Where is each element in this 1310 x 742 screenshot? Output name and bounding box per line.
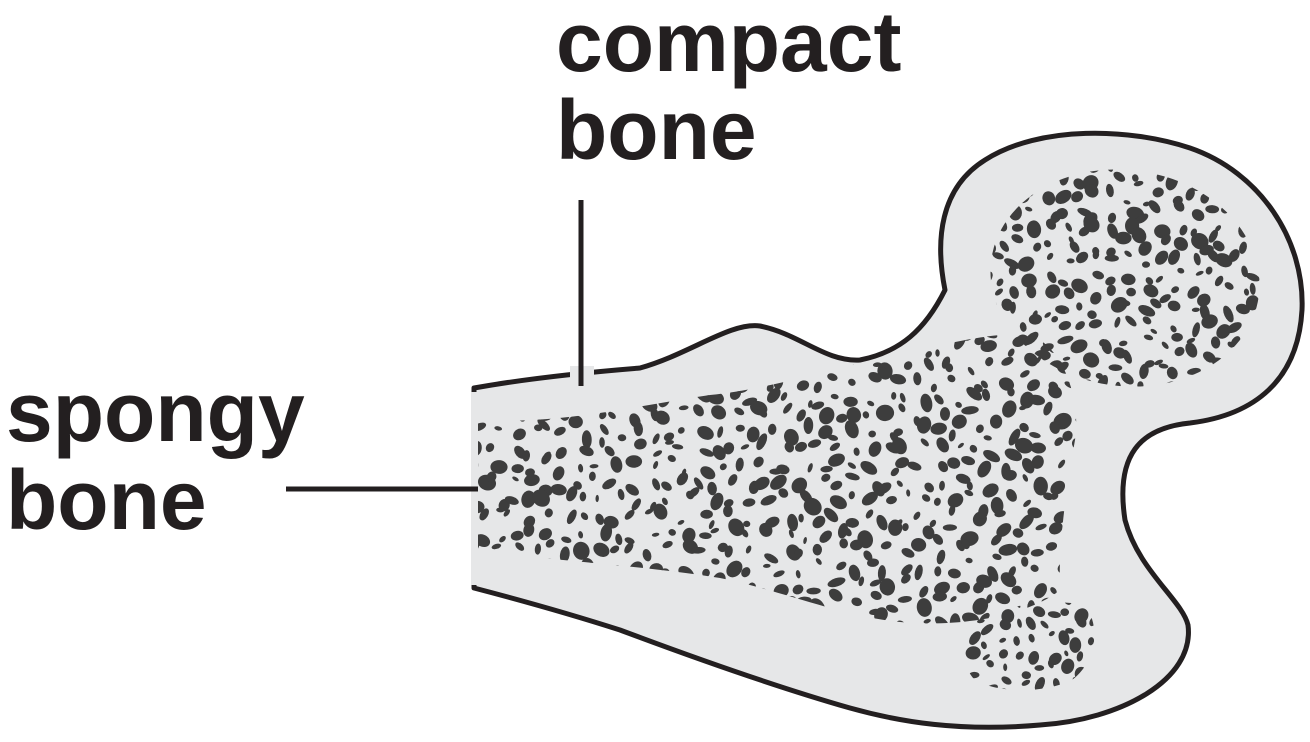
spongy-pore	[475, 613, 492, 631]
spongy-pore	[521, 324, 530, 331]
spongy-pore	[842, 337, 852, 347]
spongy-pore	[582, 329, 602, 345]
spongy-pore	[798, 319, 812, 330]
spongy-bone-label-line1: spongy	[6, 368, 305, 456]
spongy-pore	[661, 315, 674, 331]
spongy-bone-label: spongy bone	[6, 368, 305, 544]
compact-bone-label-line1: compact	[556, 0, 901, 86]
spongy-pore	[707, 318, 721, 333]
spongy-pore	[940, 407, 950, 421]
spongy-pore	[826, 328, 836, 338]
spongy-pore	[524, 345, 535, 354]
spongy-pore	[855, 327, 867, 339]
spongy-pore	[872, 322, 885, 332]
spongy-pore	[528, 616, 544, 636]
spongy-pore	[683, 321, 700, 334]
spongy-pore	[1245, 159, 1260, 172]
spongy-pore	[595, 347, 605, 358]
spongy-pore	[805, 320, 821, 337]
spongy-pore	[693, 326, 699, 335]
spongy-pore	[506, 321, 517, 330]
compact-bone-shape	[474, 133, 1302, 727]
spongy-pore	[880, 330, 889, 338]
spongy-pore	[464, 330, 483, 339]
compact-bone-label-line2: bone	[556, 86, 901, 174]
spongy-pore	[614, 329, 624, 334]
spongy-pore	[1171, 333, 1183, 342]
spongy-pore	[491, 598, 501, 612]
spongy-pore	[539, 351, 555, 366]
spongy-pore	[521, 351, 535, 364]
spongy-pore	[592, 350, 609, 371]
spongy-pore	[484, 339, 502, 358]
spongy-pore	[507, 330, 528, 349]
spongy-pore	[599, 344, 619, 363]
spongy-pore	[615, 338, 636, 357]
spongy-pore	[723, 505, 733, 517]
spongy-pore	[500, 605, 518, 621]
spongy-pore	[542, 346, 554, 354]
spongy-pore	[492, 352, 512, 371]
spongy-pore	[645, 340, 650, 348]
compact-bone-label: compact bone	[556, 0, 901, 174]
spongy-pore	[563, 319, 581, 336]
spongy-pore	[557, 338, 577, 357]
spongy-pore	[481, 325, 499, 343]
spongy-pore	[834, 343, 841, 352]
spongy-pore	[482, 361, 491, 368]
spongy-bone-label-line2: bone	[6, 456, 305, 544]
spongy-pore	[480, 342, 491, 355]
spongy-pore	[476, 597, 489, 609]
spongy-pore	[624, 323, 635, 339]
spongy-pore	[514, 356, 522, 365]
spongy-pore	[544, 319, 564, 333]
spongy-pore	[876, 334, 888, 346]
spongy-pore	[641, 326, 654, 338]
spongy-pore	[494, 621, 505, 629]
